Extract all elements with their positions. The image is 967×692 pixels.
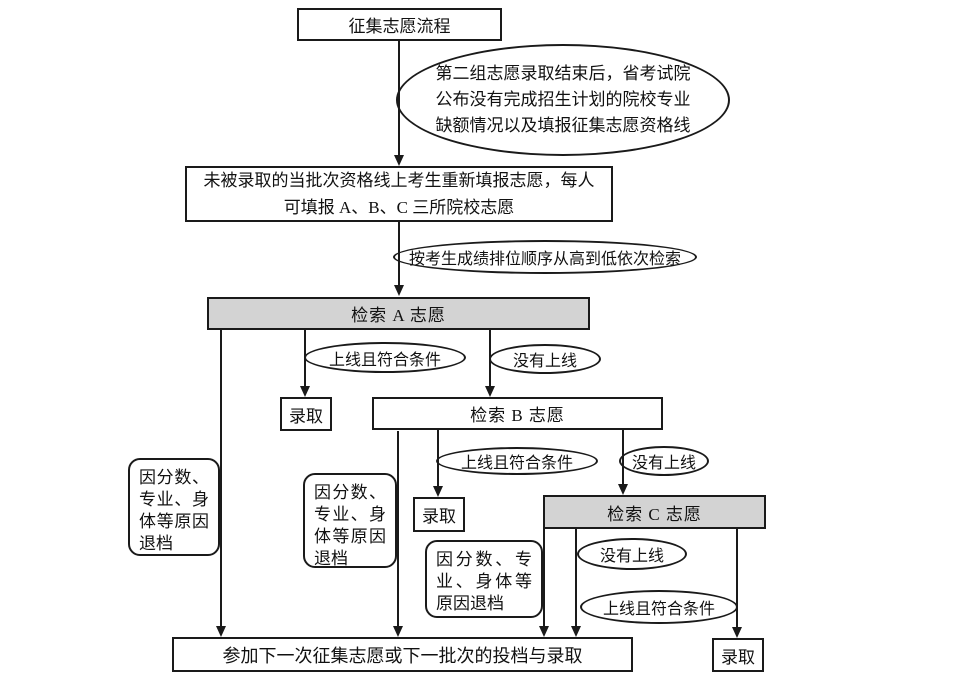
withdraw-reason-c-box: 因分数、专 业、身体等 原因退档 <box>425 540 543 618</box>
arrowhead-into-search-b <box>485 386 495 397</box>
announcement-line-1: 第二组志愿录取结束后，省考试院 <box>435 64 691 83</box>
refill-line-1: 未被录取的当批次资格线上考生重新填报志愿，每人 <box>203 171 595 190</box>
c-not-online-ellipse: 没有上线 <box>577 538 687 570</box>
arrowhead-a-into-fallback <box>216 626 226 637</box>
withdraw-c-line-3: 原因退档 <box>436 594 504 613</box>
arrowhead-into-admit-c <box>732 627 742 638</box>
connector-b-yes-to-admit <box>437 430 439 488</box>
announcement-line-3: 缺额情况以及填报征集志愿资格线 <box>435 116 691 135</box>
withdraw-a-line-1: 因分数、 <box>139 468 209 487</box>
withdraw-c-line-1: 因分数、专 <box>436 550 532 569</box>
arrowhead-c-no-into-fallback <box>571 626 581 637</box>
a-not-online-ellipse: 没有上线 <box>489 344 601 374</box>
admit-b-box: 录取 <box>413 497 465 532</box>
b-online-qualified-ellipse: 上线且符合条件 <box>436 447 598 475</box>
withdraw-reason-a-box: 因分数、 专业、身 体等原因 退档 <box>128 458 220 556</box>
b-not-online-ellipse: 没有上线 <box>619 446 709 476</box>
fallback-box: 参加下一次征集志愿或下一批次的投档与录取 <box>172 637 633 672</box>
withdraw-a-line-3: 体等原因 <box>139 512 209 531</box>
connector-a-no-to-search-b <box>489 330 491 388</box>
connector-c-withdraw-to-fallback <box>543 529 545 628</box>
admit-c-box: 录取 <box>712 638 764 672</box>
withdraw-b-line-3: 体等原因 <box>314 527 386 546</box>
connector-c-yes-to-admit <box>736 529 738 629</box>
connector-title-to-refill <box>398 41 400 157</box>
connector-a-withdraw-to-fallback <box>220 330 222 628</box>
search-b-bar: 检索 B 志愿 <box>372 397 663 430</box>
connector-b-no-to-search-c <box>622 430 624 486</box>
refill-line-2: 可填报 A、B、C 三所院校志愿 <box>283 198 515 217</box>
refill-box: 未被录取的当批次资格线上考生重新填报志愿，每人 可填报 A、B、C 三所院校志愿 <box>185 166 613 222</box>
admit-a-box: 录取 <box>280 397 332 431</box>
connector-refill-to-search-a <box>398 222 400 287</box>
arrowhead-c-withdraw-into-fallback <box>539 626 549 637</box>
arrowhead-into-admit-b <box>433 486 443 497</box>
withdraw-c-line-2: 业、身体等 <box>436 572 532 591</box>
withdraw-b-line-2: 专业、身 <box>314 505 386 524</box>
arrowhead-into-admit-a <box>300 386 310 397</box>
sort-order-ellipse: 按考生成绩排位顺序从高到低依次检索 <box>393 240 697 274</box>
arrowhead-into-search-a <box>394 285 404 296</box>
arrowhead-into-refill <box>394 155 404 166</box>
withdraw-a-line-2: 专业、身 <box>139 490 209 509</box>
withdraw-b-line-1: 因分数、 <box>314 483 386 502</box>
withdraw-reason-b-box: 因分数、 专业、身 体等原因 退档 <box>303 473 397 568</box>
withdraw-b-line-4: 退档 <box>314 549 348 568</box>
title-box: 征集志愿流程 <box>297 8 502 41</box>
a-online-qualified-ellipse: 上线且符合条件 <box>304 342 466 373</box>
announcement-ellipse: 第二组志愿录取结束后，省考试院 公布没有完成招生计划的院校专业 缺额情况以及填报… <box>396 44 730 156</box>
arrowhead-b-into-fallback <box>393 626 403 637</box>
announcement-line-2: 公布没有完成招生计划的院校专业 <box>435 90 691 109</box>
search-c-bar: 检索 C 志愿 <box>543 495 766 529</box>
arrowhead-into-search-c <box>618 484 628 495</box>
c-online-qualified-ellipse: 上线且符合条件 <box>580 590 738 624</box>
withdraw-a-line-4: 退档 <box>139 534 173 553</box>
connector-c-no-to-fallback <box>575 529 577 628</box>
search-a-bar: 检索 A 志愿 <box>207 297 590 330</box>
connector-b-withdraw-to-fallback <box>397 431 399 628</box>
connector-a-yes-to-admit <box>304 330 306 388</box>
